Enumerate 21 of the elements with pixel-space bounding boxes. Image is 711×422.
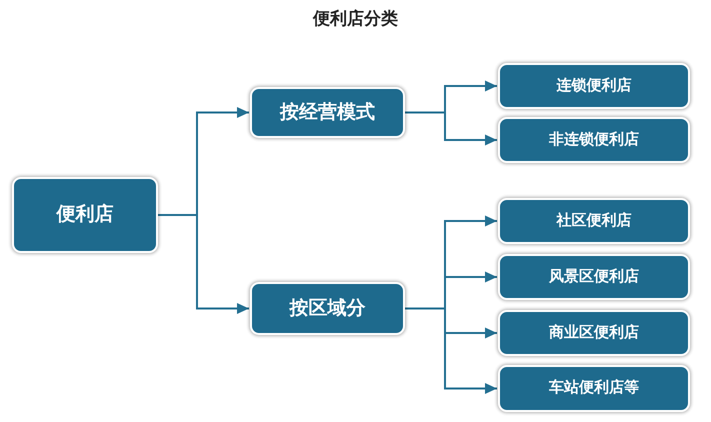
category-label: 风景区便利店: [549, 268, 639, 286]
category-label: 连锁便利店: [556, 76, 632, 96]
category-box: [498, 198, 690, 244]
category-box: [498, 310, 690, 356]
category-box: [498, 254, 690, 300]
category-label: 非连锁便利店: [549, 130, 639, 150]
category-label: 社区便利店: [556, 212, 632, 230]
category-label: 按区域分: [290, 296, 366, 320]
connector-arrow: [405, 308, 497, 394]
category-label: 按经营模式: [280, 100, 375, 124]
category-box: [12, 177, 158, 253]
category-box: [498, 63, 690, 109]
category-box: [250, 87, 405, 138]
category-box: [498, 365, 690, 412]
category-box: [250, 282, 405, 335]
diagram-title: 便利店分类: [313, 8, 398, 30]
category-label: 便利店: [56, 203, 114, 227]
category-label: 车站便利店等: [549, 379, 639, 398]
category-label: 商业区便利店: [549, 324, 639, 342]
category-box: [498, 117, 690, 163]
connector-arrow: [158, 214, 249, 314]
